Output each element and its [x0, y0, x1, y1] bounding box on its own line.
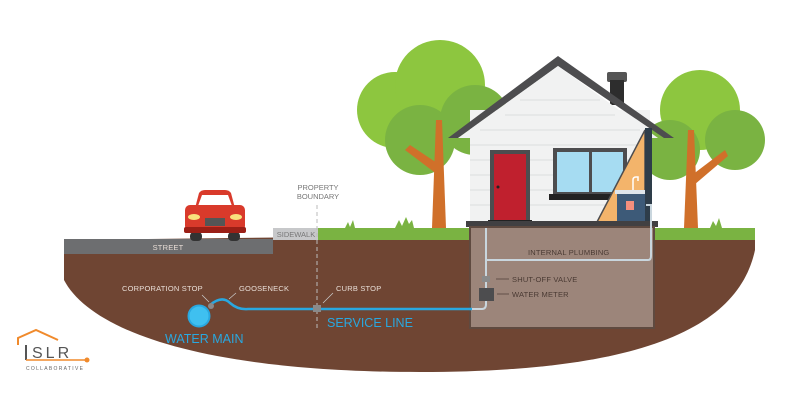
property-boundary-label: PROPERTY [297, 183, 338, 192]
car [184, 190, 246, 241]
logo-name: SLR [32, 345, 72, 362]
house [448, 56, 674, 227]
water-meter-label: WATER METER [512, 290, 569, 299]
curb-stop [313, 305, 321, 312]
gooseneck-label: GOOSENECK [239, 284, 289, 293]
service-line-label: SERVICE LINE [327, 316, 413, 330]
internal-plumbing-pipe [472, 204, 652, 310]
street-label: STREET [153, 243, 184, 252]
water-meter [479, 288, 494, 301]
water-main [187, 304, 211, 328]
corporation-stop [208, 303, 214, 309]
sidewalk-label: SIDEWALK [277, 230, 315, 239]
internal-plumbing-label: INTERNAL PLUMBING [528, 248, 609, 257]
shut-off-valve-label: SHUT-OFF VALVE [512, 275, 577, 284]
slr-logo: SLR COLLABORATIVE [17, 328, 90, 372]
property-boundary-label-2: BOUNDARY [297, 192, 339, 201]
shut-off-valve [482, 276, 490, 282]
tree-right [640, 70, 765, 228]
water-main-label: WATER MAIN [165, 332, 243, 346]
street [64, 239, 273, 254]
logo-subtitle: COLLABORATIVE [26, 366, 84, 372]
service-line-pipe [209, 298, 472, 311]
basement [469, 226, 655, 329]
corporation-stop-label: CORPORATION STOP [122, 284, 203, 293]
sidewalk [273, 228, 318, 240]
curb-stop-label: CURB STOP [336, 284, 381, 293]
